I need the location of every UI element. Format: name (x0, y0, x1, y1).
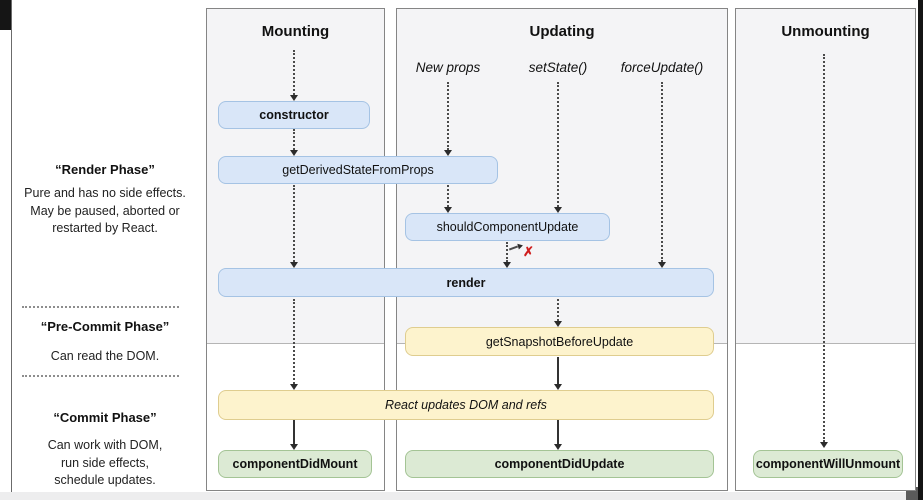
render-phase-line: May be paused, aborted or (30, 203, 180, 218)
skip-update-x-icon: ✗ (523, 244, 534, 259)
mounting-title: Mounting (261, 23, 330, 40)
updating-title: Updating (529, 23, 595, 40)
flow-line-render-snapshot (557, 299, 559, 321)
bottom-edge-bar (0, 492, 918, 500)
arrowhead (290, 384, 298, 390)
node-get-derived-state-from-props: getDerivedStateFromProps (218, 156, 498, 184)
arrowhead (554, 444, 562, 450)
node-render: render (218, 268, 714, 297)
flow-line-newprops (447, 82, 449, 150)
phase-divider (22, 306, 179, 308)
flow-line-reactupdates-didupdate (557, 420, 559, 444)
arrowhead (554, 207, 562, 213)
node-constructor: constructor (218, 101, 370, 129)
arrowhead (290, 150, 298, 156)
flow-line-constructor-gdsfp (293, 129, 295, 150)
commit-phase-description: Can work with DOM, run side effects, sch… (13, 437, 197, 490)
unmounting-render-phase-area (736, 9, 915, 344)
arrowhead (444, 150, 452, 156)
flow-line-scu-render (506, 242, 508, 262)
unmounting-title: Unmounting (781, 23, 870, 40)
flow-line-reactupdates-didmount (293, 420, 295, 444)
commit-phase-line: Can work with DOM, (47, 438, 163, 452)
commit-phase-line: run side effects, (60, 455, 149, 470)
commit-phase-title: “Commit Phase” (53, 410, 157, 425)
arrowhead (503, 262, 511, 268)
render-phase-line: restarted by React. (52, 221, 158, 235)
arrowhead (290, 444, 298, 450)
commit-phase-line: schedule updates. (54, 473, 156, 487)
screen-corner-artifact (0, 0, 12, 30)
node-component-will-unmount: componentWillUnmount (753, 450, 903, 478)
pre-commit-line: Can read the DOM. (50, 349, 160, 363)
trigger-force-update: forceUpdate() (620, 60, 704, 75)
arrowhead (554, 321, 562, 327)
node-react-updates-dom: React updates DOM and refs (218, 390, 714, 420)
arrowhead (820, 442, 828, 448)
pre-commit-phase-title: “Pre-Commit Phase” (40, 319, 170, 334)
arrowhead (658, 262, 666, 268)
flow-line-gdsfp-scu (447, 185, 449, 207)
arrowhead (554, 384, 562, 390)
unmounting-column: Unmounting (735, 8, 916, 491)
arrowhead (290, 262, 298, 268)
flow-line-unmount (823, 54, 825, 442)
trigger-new-props: New props (415, 60, 481, 75)
right-edge-bar (918, 0, 923, 500)
arrowhead (444, 207, 452, 213)
left-border-line (11, 0, 12, 492)
node-should-component-update: shouldComponentUpdate (405, 213, 610, 241)
trigger-set-state: setState() (528, 60, 588, 75)
flow-line-gdsfp-render (293, 185, 295, 262)
arrowhead (290, 95, 298, 101)
flow-line-setstate-scu (557, 82, 559, 207)
node-component-did-mount: componentDidMount (218, 450, 372, 478)
flow-line-forceupdate-render (661, 82, 663, 262)
pre-commit-phase-description: Can read the DOM. (13, 348, 197, 366)
render-phase-description: Pure and has no side effects. May be pau… (13, 185, 197, 238)
flow-line-mount-start (293, 50, 295, 95)
render-phase-line: Pure and has no side effects. (24, 186, 186, 200)
render-phase-title: “Render Phase” (55, 162, 155, 177)
flow-line-snapshot-reactupdates (557, 357, 559, 384)
flow-line-render-reactupdates (293, 299, 295, 384)
node-get-snapshot-before-update: getSnapshotBeforeUpdate (405, 327, 714, 356)
phase-divider (22, 375, 179, 377)
node-component-did-update: componentDidUpdate (405, 450, 714, 478)
